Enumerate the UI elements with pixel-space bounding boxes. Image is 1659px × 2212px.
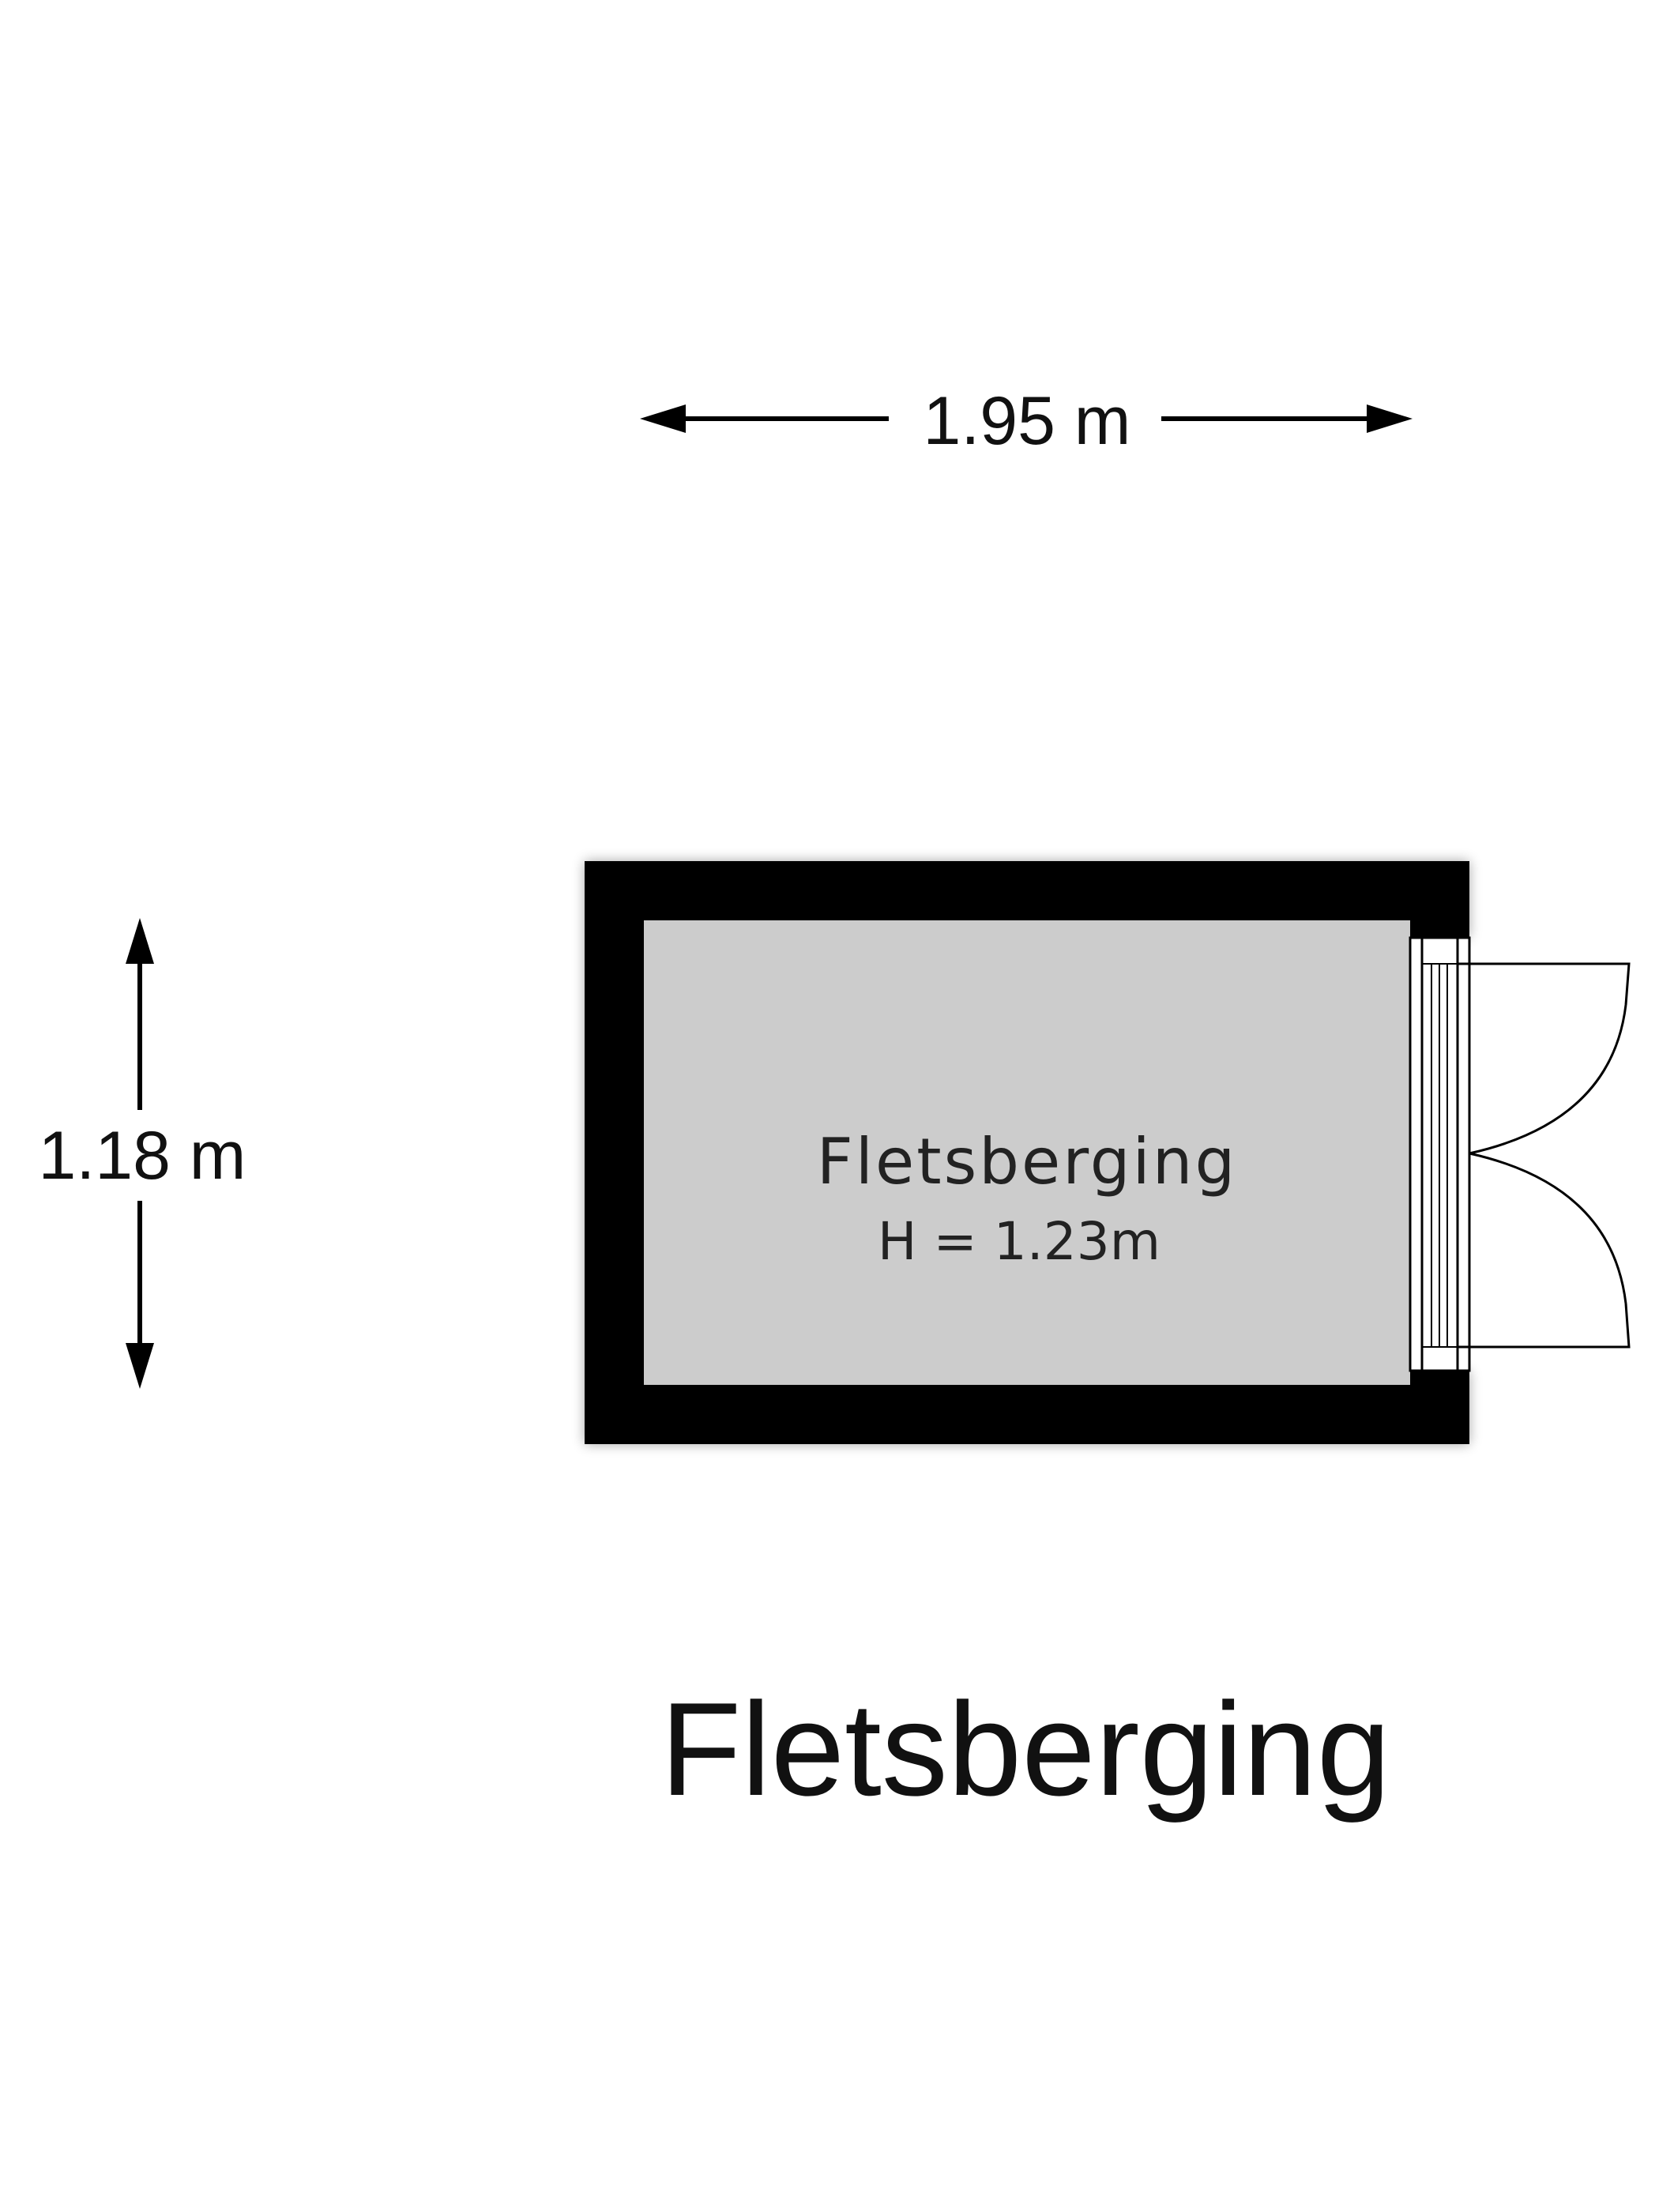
door-swing-upper (1469, 1004, 1627, 1155)
double-door-swing-icon (1458, 962, 1631, 1349)
room-floor (644, 920, 1410, 1385)
door-frame (1409, 936, 1471, 1372)
wall-bottom (585, 1385, 1469, 1444)
arrow-left-icon (640, 404, 686, 433)
width-dimension-label: 1.95 m (924, 383, 1131, 459)
plan-title: Fletsberging (660, 1675, 1391, 1823)
room-height-label: H = 1.23m (878, 1211, 1161, 1272)
wall-top (585, 861, 1469, 920)
door-swing-lower (1469, 1152, 1627, 1304)
wall-right-upper (1410, 861, 1469, 938)
depth-dimension: 1.18 m (39, 918, 246, 1389)
door-leaf-upper (1458, 962, 1631, 1006)
depth-dimension-label: 1.18 m (39, 1118, 246, 1194)
arrow-down-icon (126, 1343, 154, 1389)
width-dimension: 1.95 m (640, 383, 1413, 459)
room-name-label: Fletsberging (817, 1125, 1237, 1198)
wall-left (585, 861, 644, 1444)
arrow-up-icon (126, 918, 154, 964)
arrow-right-icon (1367, 404, 1413, 433)
room-walls (585, 861, 1469, 1444)
door-leaf-lower (1458, 1303, 1631, 1349)
wall-right-lower (1410, 1371, 1469, 1444)
